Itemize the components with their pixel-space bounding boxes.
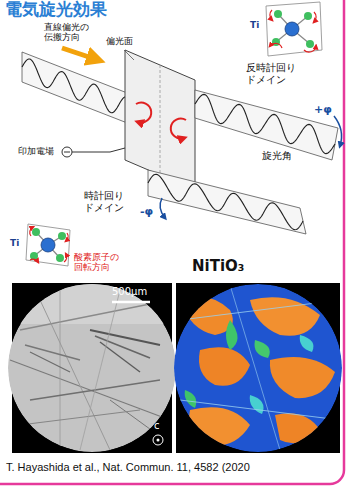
crystal-structure — [266, 2, 322, 56]
domain-label: 時計回り ドメイン — [84, 190, 136, 213]
rotation-arrow — [171, 119, 186, 139]
propagation-arrow — [62, 48, 98, 60]
domain-wall — [160, 65, 161, 175]
wire — [72, 148, 125, 152]
axis-label: 偏光面 — [106, 36, 133, 46]
atom-label: Ti — [10, 238, 19, 248]
citation: T. Hayashida et al., Nat. Commun. 11, 45… — [6, 461, 250, 474]
atom-label: Ti — [250, 20, 259, 30]
light-wave — [22, 59, 135, 113]
polarization-plane — [148, 170, 306, 234]
scale-label: 500µm — [112, 286, 147, 298]
polarization-plane — [22, 52, 135, 126]
axis-label: 直線偏光の 伝搬方向 — [44, 22, 98, 43]
polarization-plane — [195, 90, 338, 160]
rotation-arrow — [136, 103, 151, 123]
electrode-symbol — [64, 152, 70, 153]
leader-line — [124, 50, 134, 60]
scale-bar — [112, 301, 150, 304]
rotation-angle-arc — [334, 116, 342, 146]
sample-panel — [125, 50, 195, 190]
crystal-structure — [26, 224, 70, 266]
domain-map — [174, 284, 342, 452]
material-label: NiTiO₃ — [192, 258, 244, 275]
rotation-angle-arc — [160, 198, 165, 218]
axis-label: c — [154, 420, 160, 432]
angle-label: +φ — [314, 104, 332, 117]
angle-label: 旋光角 — [262, 150, 292, 162]
light-wave — [148, 174, 303, 229]
micrograph — [8, 284, 176, 452]
axis-symbol — [153, 435, 163, 445]
angle-label: -φ — [140, 206, 153, 219]
axis-symbol — [157, 439, 160, 442]
title: 電気旋光効果 — [5, 0, 107, 20]
note-label: 酸素原子の 回転方向 — [74, 252, 128, 273]
axis-label: 印加電場 — [18, 146, 54, 156]
electrode-symbol — [62, 147, 72, 157]
domain-label: 反時計回り ドメイン — [246, 62, 306, 85]
light-wave — [195, 94, 335, 153]
